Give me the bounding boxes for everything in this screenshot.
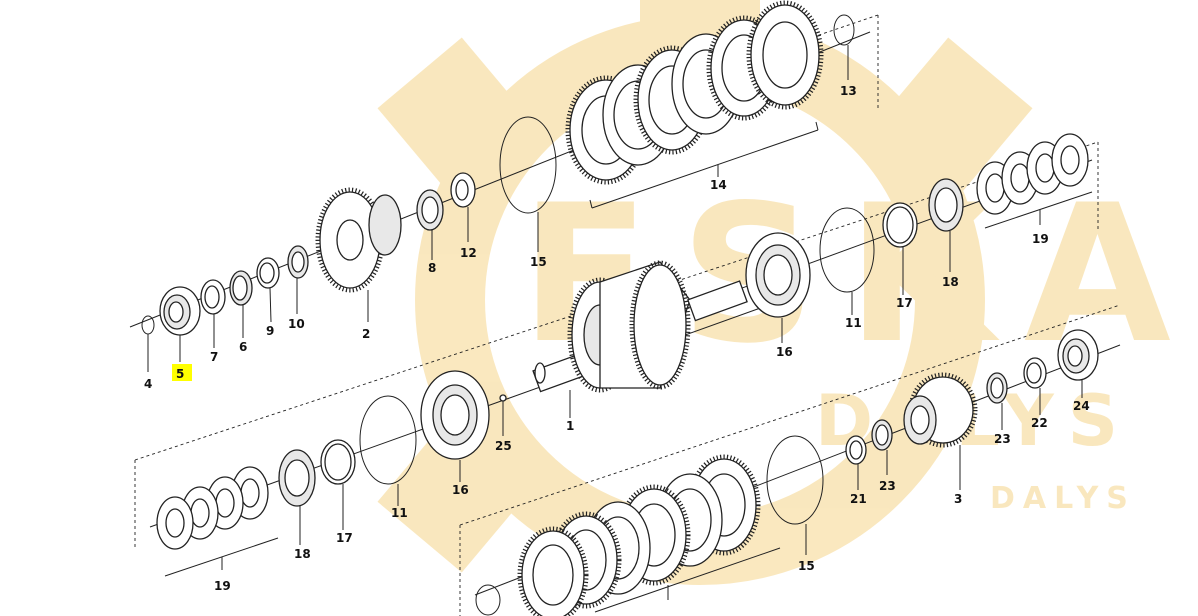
label-13: 13 (840, 84, 857, 98)
part-15-upper-ring (499, 116, 557, 252)
label-16-lower: 16 (452, 483, 469, 497)
part-13-lower-snap-ring (475, 584, 501, 616)
part-3-gear (903, 372, 978, 490)
label-22: 22 (1031, 416, 1048, 430)
label-21: 21 (850, 492, 867, 506)
part-23-upper-needle-cage (986, 372, 1008, 430)
part-13-snap-ring (833, 14, 855, 80)
callout-labels: 4 5 7 6 9 10 2 8 12 15 14 13 1 25 16 11 … (144, 84, 1090, 593)
label-9: 9 (266, 324, 274, 338)
label-16-upper: 16 (776, 345, 793, 359)
label-4: 4 (144, 377, 152, 391)
part-1-main-shaft (532, 260, 748, 418)
label-5: 5 (176, 367, 184, 381)
label-25: 25 (495, 439, 512, 453)
label-15-lower: 15 (798, 559, 815, 573)
label-8: 8 (428, 261, 436, 275)
part-7-ring (200, 279, 226, 348)
label-1: 1 (566, 419, 574, 433)
part-14-lower-clutch-pack (517, 454, 761, 616)
part-25-pin (499, 394, 507, 436)
label-2: 2 (362, 327, 370, 341)
part-4-snap-ring (141, 315, 155, 372)
label-11-lower: 11 (391, 506, 408, 520)
part-19-lower-spring-pack (156, 466, 269, 550)
label-23-lower: 23 (879, 479, 896, 493)
part-11-lower-oring (359, 395, 417, 506)
part-16-upper-piston (745, 232, 811, 343)
part-2-gear (315, 187, 402, 322)
part-18-lower-retainer (278, 449, 316, 545)
label-12: 12 (460, 246, 477, 260)
part-5-bearing (159, 286, 201, 362)
part-16-lower-piston (420, 370, 490, 482)
label-6: 6 (239, 340, 247, 354)
part-21-washer (845, 435, 867, 490)
part-8-needle-bearing (416, 189, 444, 260)
label-19-upper: 19 (1032, 232, 1049, 246)
label-17-lower: 17 (336, 531, 353, 545)
part-9-washer (256, 257, 280, 323)
part-15-lower-ring (766, 435, 824, 555)
label-brackets (164, 121, 1093, 613)
label-23-upper: 23 (994, 432, 1011, 446)
part-12-washer (450, 172, 476, 242)
label-24: 24 (1073, 399, 1090, 413)
label-14-upper: 14 (710, 178, 727, 192)
label-18-lower: 18 (294, 547, 311, 561)
label-17-upper: 17 (896, 296, 913, 310)
highlight-marker (172, 364, 192, 381)
label-15-upper: 15 (530, 255, 547, 269)
part-11-upper-oring (819, 207, 875, 315)
watermark-sub-text-2: DALYS (990, 481, 1136, 516)
label-7: 7 (210, 350, 218, 364)
label-10: 10 (288, 317, 305, 331)
part-14-clutch-pack (565, 0, 824, 185)
part-24-bearing (1057, 329, 1099, 398)
part-17-lower-ring (320, 439, 356, 530)
part-19-upper-spring-pack (976, 133, 1089, 215)
label-3: 3 (954, 492, 962, 506)
part-10-needle-cage (287, 245, 309, 314)
label-11-upper: 11 (845, 316, 862, 330)
label-19-lower: 19 (214, 579, 231, 593)
part-17-upper-ring (882, 202, 918, 295)
part-23-lower-needle-cage (871, 419, 893, 475)
part-22-washer (1023, 357, 1047, 415)
part-6-needle-bearing (229, 270, 253, 338)
part-18-upper-retainer (928, 178, 964, 272)
label-18-upper: 18 (942, 275, 959, 289)
